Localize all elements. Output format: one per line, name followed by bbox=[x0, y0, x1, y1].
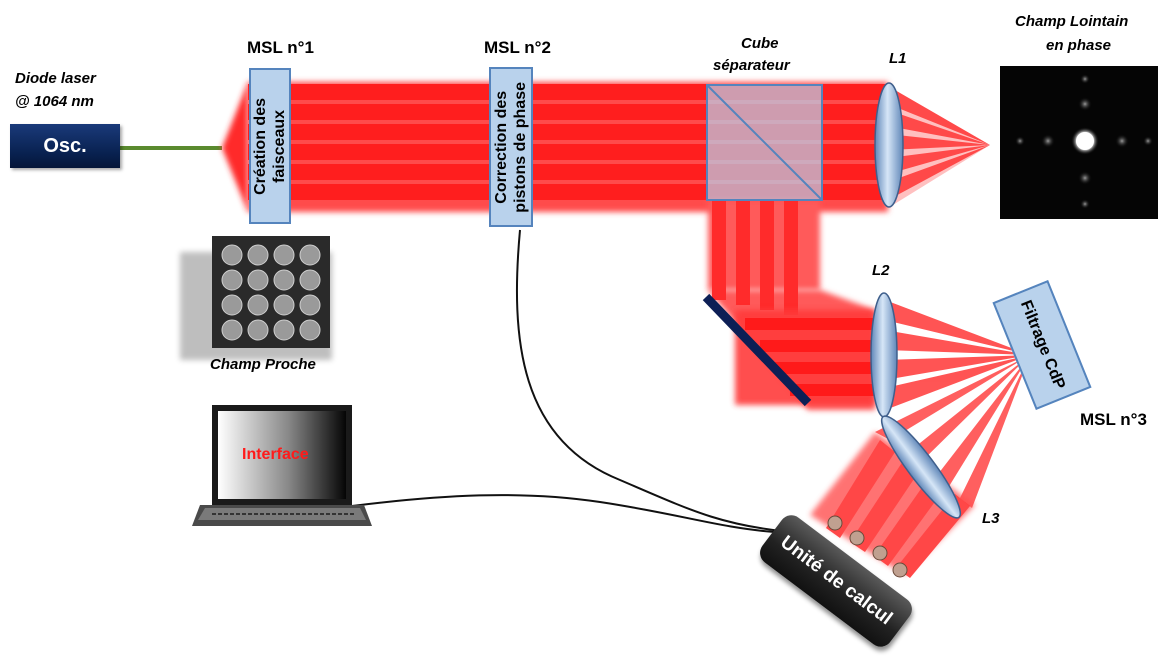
far-field-image bbox=[1000, 66, 1158, 219]
lens-l3-label: L3 bbox=[982, 510, 1000, 527]
near-field-image bbox=[180, 236, 332, 360]
cube-line2: séparateur bbox=[713, 57, 790, 74]
lens-l2 bbox=[870, 292, 898, 418]
laptop-screen-text: Interface bbox=[242, 446, 309, 463]
msl2-label: Correction des pistons de phase bbox=[493, 81, 529, 213]
lens-l1 bbox=[874, 82, 904, 208]
detectors bbox=[827, 515, 908, 578]
msl3-label: Filtrage CdP bbox=[1016, 297, 1068, 392]
oscillator-label: Osc. bbox=[43, 134, 87, 157]
focus-beam-l1 bbox=[888, 86, 990, 208]
msl2-box: Correction des pistons de phase bbox=[489, 67, 533, 227]
focus-beam-l2 bbox=[885, 300, 1030, 410]
msl1-box: Création des faisceaux bbox=[249, 68, 291, 224]
source-title: Diode laser bbox=[15, 70, 96, 87]
diverging-beam bbox=[875, 355, 1030, 508]
laptop bbox=[192, 405, 372, 526]
reflected-beam bbox=[708, 200, 875, 410]
lens-l1-label: L1 bbox=[889, 50, 907, 67]
msl2-name: MSL n°2 bbox=[484, 38, 551, 57]
source-wavelength: @ 1064 nm bbox=[15, 93, 94, 110]
msl1-label: Création des faisceaux bbox=[252, 97, 288, 195]
msl1-name: MSL n°1 bbox=[247, 38, 314, 57]
far-field-line1: Champ Lointain bbox=[1015, 13, 1129, 30]
cube-line1: Cube bbox=[741, 35, 779, 52]
near-field-label: Champ Proche bbox=[210, 356, 316, 373]
cable-laptop bbox=[351, 494, 776, 533]
lens-l3 bbox=[880, 415, 962, 519]
oscillator-box: Osc. bbox=[10, 124, 120, 168]
mirror bbox=[702, 293, 812, 407]
far-field-line2: en phase bbox=[1046, 37, 1112, 54]
beam-splitter-cube bbox=[706, 84, 823, 201]
msl3-name: MSL n°3 bbox=[1080, 410, 1147, 429]
lens-l2-label: L2 bbox=[872, 262, 890, 279]
cable-msl2 bbox=[515, 229, 791, 533]
